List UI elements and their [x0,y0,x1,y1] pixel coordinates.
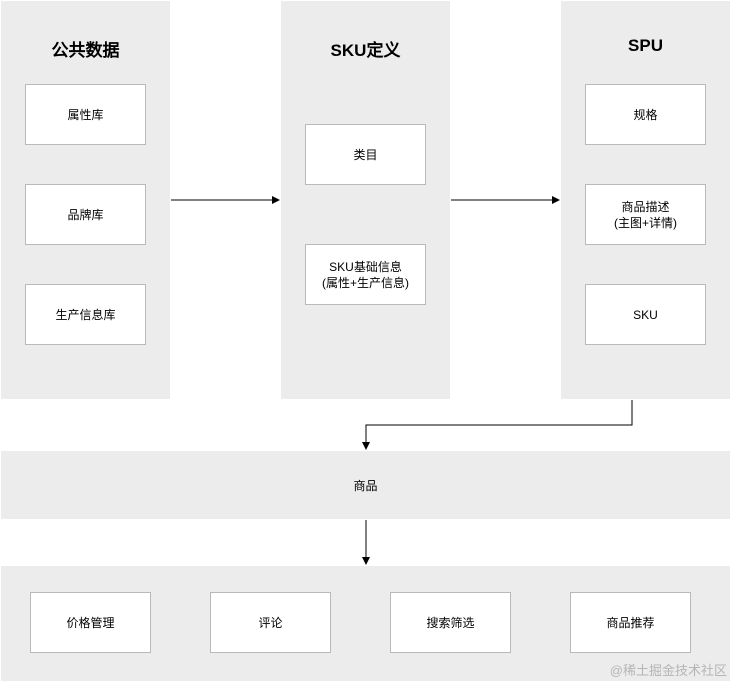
reviews-box: 评论 [210,592,331,653]
spu-panel: SPU 规格 商品描述 (主图+详情) SKU [561,1,730,399]
public-data-title: 公共数据 [51,41,120,60]
search-filter-box: 搜索筛选 [390,592,511,653]
attribute-library-label: 属性库 [67,107,104,122]
spu-title: SPU [628,36,663,55]
category-box: 类目 [305,124,426,185]
arrow-spu-to-product [362,400,633,450]
product-description-sublabel: (主图+详情) [613,215,677,230]
product-band-label: 商品 [353,479,378,493]
spu-sku-box: SKU [585,284,706,345]
production-info-library-label: 生产信息库 [55,307,116,322]
sku-basic-info-label: SKU基础信息 [329,259,402,274]
sku-definition-panel: SKU定义 类目 SKU基础信息 (属性+生产信息) [281,1,450,399]
production-info-library-box: 生产信息库 [25,284,146,345]
brand-library-box: 品牌库 [25,184,146,245]
search-filter-label: 搜索筛选 [426,615,475,630]
price-management-box: 价格管理 [30,592,151,653]
sku-basic-info-sublabel: (属性+生产信息) [321,275,409,290]
watermark: @稀土掘金技术社区 [609,663,727,678]
specification-label: 规格 [633,107,658,122]
category-label: 类目 [353,147,378,162]
product-band: 商品 [1,451,730,519]
brand-library-label: 品牌库 [67,207,104,222]
reviews-label: 评论 [258,615,283,630]
public-data-panel: 公共数据 属性库 品牌库 生产信息库 [1,1,170,399]
attribute-library-box: 属性库 [25,84,146,145]
product-recommendation-label: 商品推荐 [606,615,655,630]
product-description-label: 商品描述 [621,199,670,214]
spu-sku-label: SKU [633,307,658,322]
sku-basic-info-box: SKU基础信息 (属性+生产信息) [305,244,426,305]
specification-box: 规格 [585,84,706,145]
sku-definition-title: SKU定义 [330,41,401,60]
price-management-label: 价格管理 [66,615,115,630]
product-description-box: 商品描述 (主图+详情) [585,184,706,245]
applications-panel: 价格管理 评论 搜索筛选 商品推荐 [1,566,730,681]
product-recommendation-box: 商品推荐 [570,592,691,653]
